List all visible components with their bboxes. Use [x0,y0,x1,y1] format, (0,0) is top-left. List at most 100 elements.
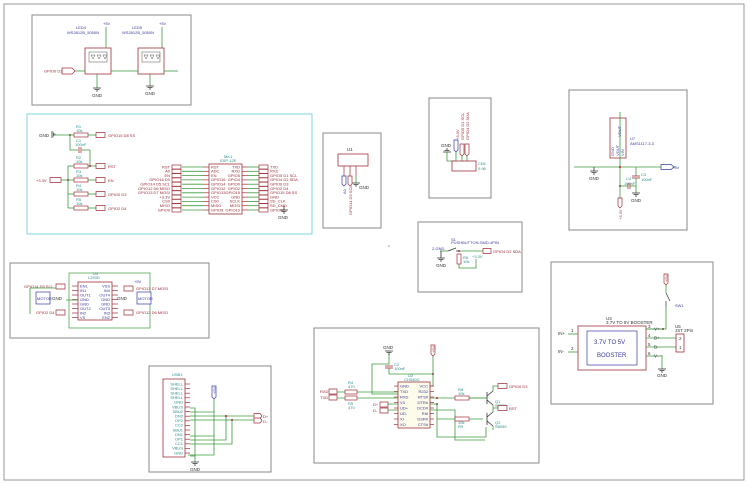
gpio15-flag[interactable] [95,132,106,138]
button-block[interactable]: S1 PUSHBUTTON-SMD-4PIN 2-GND GND GPIO4 D… [417,221,523,293]
net-flag[interactable] [258,194,269,200]
net-flag[interactable] [258,177,269,183]
net-flag[interactable] [171,203,182,209]
r9-ref: R9 [458,424,464,429]
header3-block[interactable]: U1 A0 GPIO14 D5 SCL GND [322,132,382,229]
pin-label: EN1 [80,283,89,288]
usb-c-5v-flag[interactable] [211,385,217,400]
gnd-icon [280,206,288,214]
usb-c-block[interactable]: USB1 SHELLSHELLSHELLSHELLGNDVBUSSBU2DN2D… [148,365,272,473]
net-flag[interactable] [171,164,182,170]
pin-label: IN3 [104,310,111,315]
regulator-out-flag[interactable] [660,164,675,170]
pin-label: DP1 [175,437,184,442]
net-flag[interactable] [258,168,269,174]
net-flag[interactable] [171,207,182,213]
pin-label: CTS# [418,422,429,427]
net-flag[interactable] [171,168,182,174]
net-flag[interactable] [258,190,269,196]
net-flag[interactable] [171,199,182,204]
net-flag[interactable] [171,186,182,191]
en-flag[interactable] [95,177,106,183]
q2-ref: Q2 [495,420,501,425]
gpio0-flag[interactable] [95,191,106,197]
oled-block[interactable]: +3.3V GPIO5 D1 SCL GPIO4 D2 SDA GND CN1 … [428,97,492,199]
net-flag[interactable] [258,203,269,209]
header3-body [337,153,369,167]
jst-pin2: 2 [679,336,682,341]
net-label: A0 [165,169,171,174]
pin-label: SHELL [170,395,183,400]
usb-uart-block[interactable]: GND C2 100nF +5V U2 CH340G GNDTXDRXDV3UD… [313,327,540,464]
booster-label-1: 3.7V TO 5V [594,340,625,346]
led2[interactable]: LED5 WS2812B_5050N +5V GND [122,21,178,96]
motor-gpio2-flag[interactable] [55,309,66,316]
net-flag[interactable] [258,164,269,170]
net-label: GPIO16 D0 [149,177,170,182]
net-flag[interactable] [171,173,182,178]
mcu-block[interactable]: GND R1 10k GPIO15 D8 SS C1 100nF R2 10k … [26,113,313,235]
dminus-flag[interactable] [379,407,389,414]
uart-gpio0-flag[interactable] [497,383,508,389]
net-flag[interactable] [171,181,182,187]
pin-label: DCD# [417,405,429,410]
uart-rst-flag[interactable] [497,405,508,411]
vcc-flag[interactable] [49,177,62,183]
led-block[interactable]: LED4 WS2812B_5050N +5V GND GPIO0 D3 LED5… [31,14,192,106]
net-flag[interactable] [258,207,269,213]
motor-right [136,291,152,305]
led1[interactable]: LED4 WS2812B_5050N +5V GND [67,21,112,98]
net-flag[interactable] [171,194,182,200]
booster-out-label: B+ [654,336,660,341]
a0-flag[interactable] [341,175,347,187]
usb-c-gnd: GND [190,467,201,472]
booster-in-minus: IN- [558,349,565,354]
pin-label: GPIO12 [211,186,226,191]
usb-c-dminus-flag[interactable] [253,417,263,424]
motor-gpio14-flag[interactable] [55,283,66,290]
gpio14-flag[interactable] [347,175,353,187]
dplus-flag[interactable] [379,401,389,408]
oled-3v3-flag[interactable] [453,139,459,153]
gnd-icon [191,461,199,466]
oled-sda-flag[interactable] [464,143,470,157]
booster-out-label: V+ [654,327,660,332]
motor-gpio13-flag[interactable] [123,285,134,292]
regulator-block[interactable]: VOUT GND VOUT VIN U7 AMS1117-3.3 GND C3 … [568,89,688,231]
pin-label: DN1 [175,432,184,437]
net-flag[interactable] [258,181,269,187]
rxd-flag[interactable] [328,388,338,395]
r9-value: 10k [458,420,464,425]
pin-label: DSR# [417,416,428,421]
motor-gnd-right: GND [117,296,128,301]
motor-left [35,291,51,305]
led1-gnd-label: GND [92,93,103,98]
booster-block[interactable]: +5V SW1 U3 3.7V TO 5V BOOSTER 3.7V TO 5V… [550,261,714,405]
rst-flag[interactable] [95,163,106,169]
net-flag[interactable] [171,177,182,183]
pin-label: GPIO14 [211,182,226,187]
net-flag[interactable] [258,199,269,204]
net-label: CS0 [162,199,171,204]
pin-label: UD+ [400,405,409,410]
net-label: MISO [160,203,170,208]
oled-gnd: GND [441,143,452,148]
net-label: GPIO2 D4 [270,186,289,191]
net-flag[interactable] [258,173,269,178]
net-flag[interactable] [171,190,182,196]
regulator-in-flag[interactable] [617,197,623,209]
booster-5v-flag[interactable] [663,273,669,286]
gpio2-flag[interactable] [95,205,106,211]
net-flag[interactable] [258,186,269,191]
gpio0-net-flag[interactable] [61,67,76,75]
txd-flag[interactable] [328,394,338,401]
oled-scl-flag[interactable] [459,143,465,157]
button-sda-flag[interactable] [482,248,492,254]
pin-label: MISO [211,203,221,208]
motor-gpio12-flag[interactable] [123,309,134,316]
uart-5v-flag[interactable] [430,344,436,357]
pin-label: GPIO4 [228,177,241,182]
regulator-ref: U7 [630,136,636,141]
